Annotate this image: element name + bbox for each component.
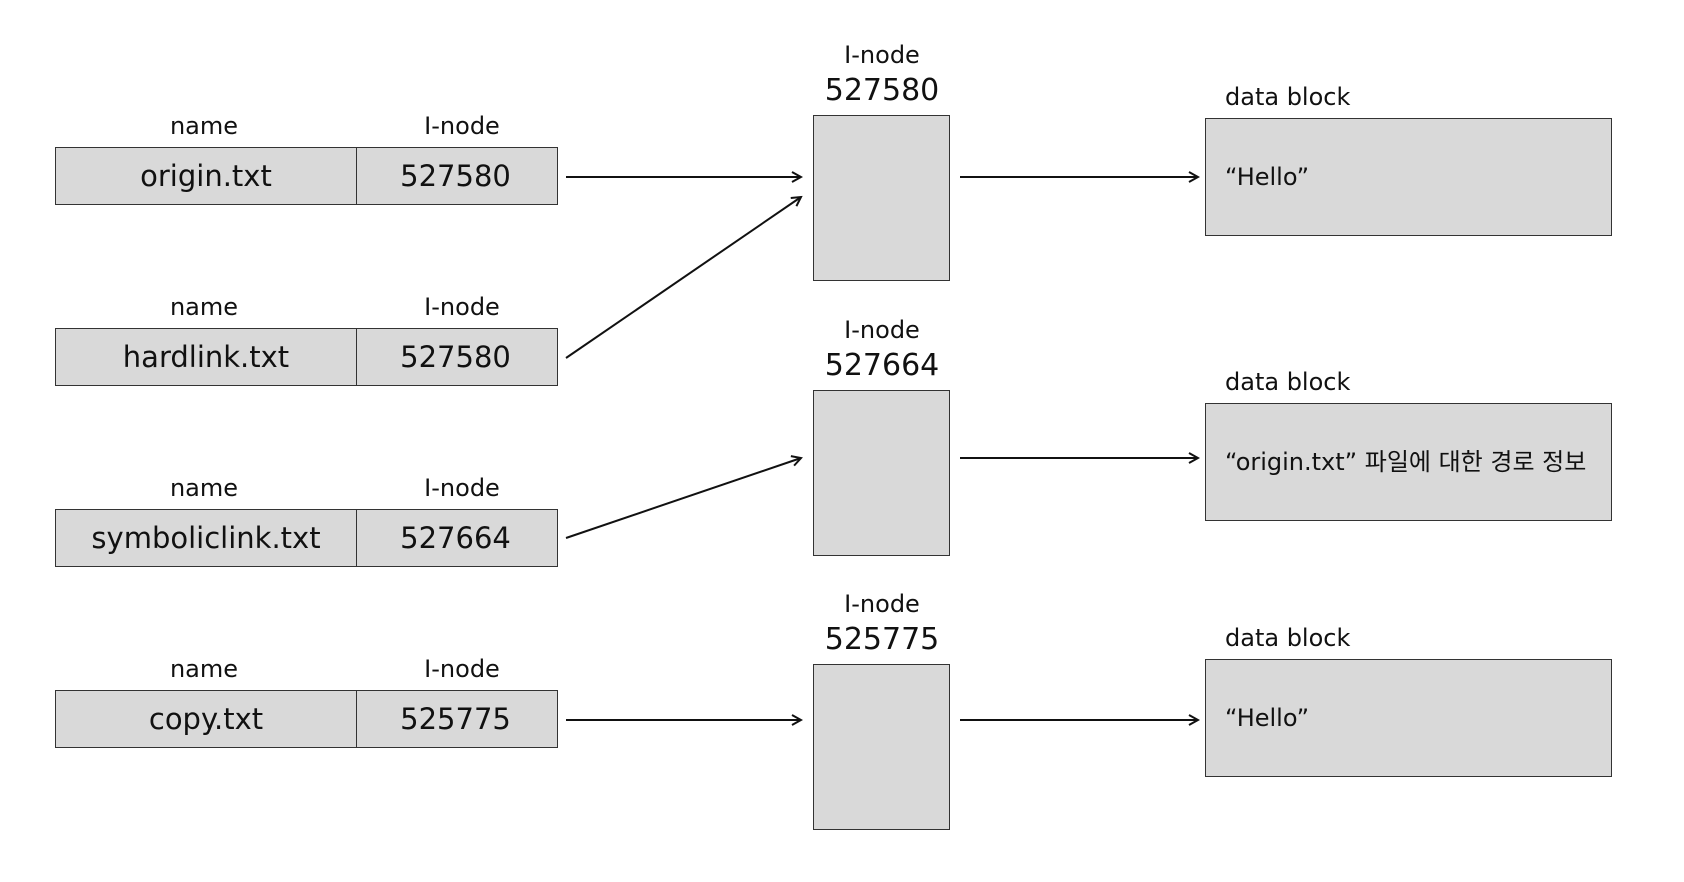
inode-box-525775 bbox=[813, 664, 950, 830]
entry-to-inode-arrow-symboliclink bbox=[565, 458, 801, 539]
data-block-hello: “Hello” bbox=[1205, 118, 1612, 236]
entry-name-header: name bbox=[169, 112, 239, 140]
entry-name-copy: copy.txt bbox=[56, 691, 357, 747]
directory-entry-copy: copy.txt 525775 bbox=[55, 690, 558, 748]
data-block-path-info: “origin.txt” 파일에 대한 경로 정보 bbox=[1205, 403, 1612, 521]
entry-name-origin: origin.txt bbox=[56, 148, 357, 204]
inode-box-527664 bbox=[813, 390, 950, 556]
entry-name-header: name bbox=[169, 293, 239, 321]
entry-inode-header: I-node bbox=[424, 112, 500, 140]
entry-name-symboliclink: symboliclink.txt bbox=[56, 510, 357, 566]
inode-label: I-node bbox=[844, 316, 920, 344]
inode-label: I-node bbox=[844, 41, 920, 69]
entry-name-hardlink: hardlink.txt bbox=[56, 329, 357, 385]
inode-label: I-node bbox=[844, 590, 920, 618]
entry-inode-hardlink: 527580 bbox=[400, 339, 511, 374]
data-block-label: data block bbox=[1225, 368, 1351, 396]
entry-to-inode-arrow-hardlink bbox=[565, 197, 801, 359]
entry-name-header: name bbox=[169, 474, 239, 502]
inode-box-527580 bbox=[813, 115, 950, 281]
entry-inode-header: I-node bbox=[424, 293, 500, 321]
entry-name-header: name bbox=[169, 655, 239, 683]
entry-inode-copy: 525775 bbox=[400, 701, 511, 736]
data-block-hello-copy: “Hello” bbox=[1205, 659, 1612, 777]
entry-inode-symboliclink: 527664 bbox=[400, 520, 511, 555]
entry-inode-origin: 527580 bbox=[400, 158, 511, 193]
inode-number: 525775 bbox=[824, 622, 940, 657]
directory-entry-origin: origin.txt 527580 bbox=[55, 147, 558, 205]
inode-number: 527580 bbox=[824, 73, 940, 108]
inode-number: 527664 bbox=[824, 348, 940, 383]
directory-entry-symboliclink: symboliclink.txt 527664 bbox=[55, 509, 558, 567]
entry-inode-header: I-node bbox=[424, 655, 500, 683]
entry-inode-header: I-node bbox=[424, 474, 500, 502]
data-block-label: data block bbox=[1225, 624, 1351, 652]
directory-entry-hardlink: hardlink.txt 527580 bbox=[55, 328, 558, 386]
data-block-label: data block bbox=[1225, 83, 1351, 111]
